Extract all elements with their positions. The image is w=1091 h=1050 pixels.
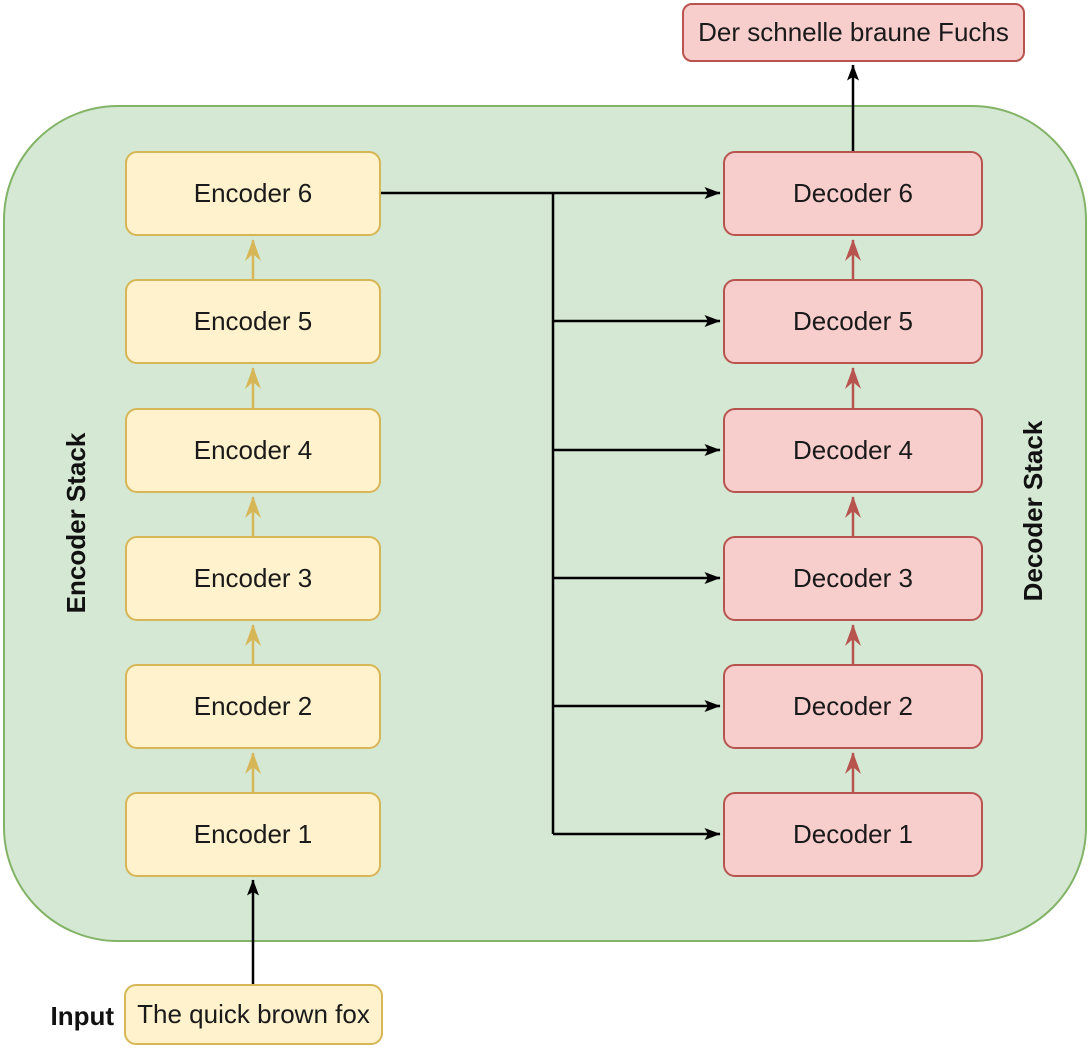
output-box: Der schnelle braune Fuchs xyxy=(682,3,1025,62)
encoder-box-3: Encoder 3 xyxy=(125,536,381,621)
input-box: The quick brown fox xyxy=(124,984,383,1045)
encoder-box-6: Encoder 6 xyxy=(125,151,381,236)
encoder-box-2: Encoder 2 xyxy=(125,664,381,749)
decoder-box-3: Decoder 3 xyxy=(723,536,983,621)
decoder-box-2: Decoder 2 xyxy=(723,664,983,749)
decoder-box-6: Decoder 6 xyxy=(723,151,983,236)
encoder-box-1: Encoder 1 xyxy=(125,792,381,877)
decoder-stack-label: Decoder Stack xyxy=(1018,420,1048,602)
encoder-box-5: Encoder 5 xyxy=(125,279,381,364)
decoder-box-5: Decoder 5 xyxy=(723,279,983,364)
encoder-stack-label: Encoder Stack xyxy=(61,432,91,614)
decoder-box-4: Decoder 4 xyxy=(723,408,983,493)
input-label: Input xyxy=(50,1001,114,1031)
encoder-box-4: Encoder 4 xyxy=(125,408,381,493)
decoder-box-1: Decoder 1 xyxy=(723,792,983,877)
